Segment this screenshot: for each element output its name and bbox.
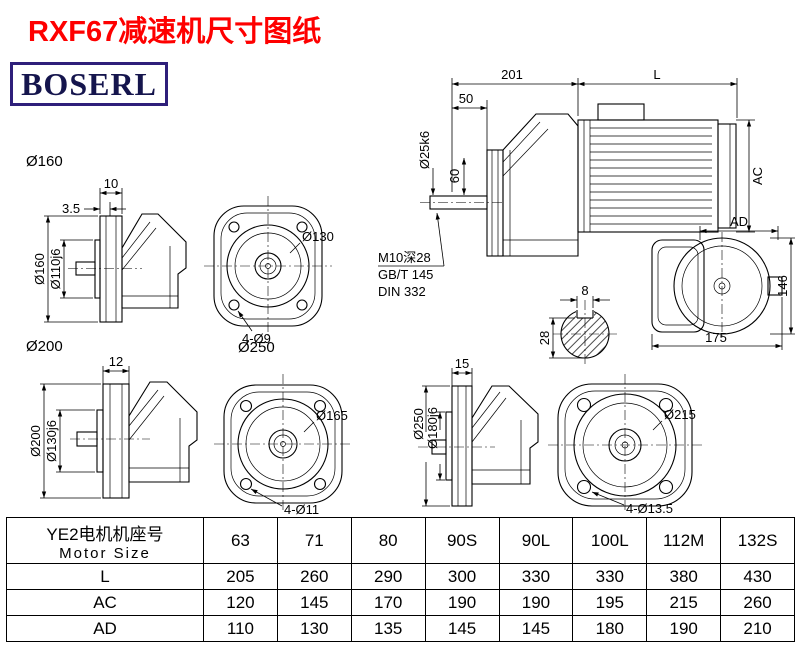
drawing-flange160-front-view: Ø130 4-Ø9 bbox=[204, 196, 334, 346]
motor-size-value: 90S bbox=[424, 517, 500, 564]
motor-size-value: 132S bbox=[720, 517, 795, 564]
dim-value-AD: 180 bbox=[572, 615, 648, 642]
dim-flange200-outer: Ø200 bbox=[28, 425, 43, 457]
table-header-motor-size: YE2电机机座号 Motor Size bbox=[6, 517, 204, 564]
dim-flange200-bolt-circle: Ø165 bbox=[316, 408, 348, 423]
drawing-output-front-view: AD 146 175 bbox=[651, 214, 795, 350]
dim-value-AD: 145 bbox=[424, 615, 500, 642]
dim-flange160-outer: Ø160 bbox=[32, 253, 47, 285]
dim-flange160-spigot: Ø110j6 bbox=[48, 249, 63, 290]
motor-size-label-en: Motor Size bbox=[59, 544, 151, 562]
dim-flange160-bolt-circle: Ø130 bbox=[302, 229, 334, 244]
dim-flange250-bolt-circle: Ø215 bbox=[664, 407, 696, 422]
dim-value-AD: 190 bbox=[646, 615, 722, 642]
dim-value-AC: 195 bbox=[572, 589, 648, 616]
dim-flange250-spigot: Ø180j6 bbox=[425, 407, 440, 449]
dim-flange250-holes: 4-Ø13.5 bbox=[626, 501, 673, 516]
dim-value-L: 260 bbox=[276, 563, 352, 590]
dim-flange250-outer: Ø250 bbox=[411, 408, 426, 440]
motor-size-value: 90L bbox=[498, 517, 574, 564]
motor-size-value: 80 bbox=[350, 517, 426, 564]
dim-value-AD: 110 bbox=[203, 615, 278, 642]
dim-value-AC: 170 bbox=[350, 589, 426, 616]
dim-value-AC: 190 bbox=[498, 589, 574, 616]
motor-size-label-cn: YE2电机机座号 bbox=[46, 524, 164, 544]
dim-50: 50 bbox=[459, 91, 473, 106]
dim-175: 175 bbox=[705, 330, 727, 345]
dim-flange200-spigot: Ø130j6 bbox=[44, 420, 59, 462]
dim-value-AD: 210 bbox=[720, 615, 795, 642]
dim-value-AD: 130 bbox=[276, 615, 352, 642]
row-label-AC: AC bbox=[6, 589, 204, 616]
dim-L: L bbox=[653, 67, 660, 82]
drawing-flange250-front-view: Ø215 4-Ø13.5 bbox=[548, 374, 702, 516]
dim-value-L: 205 bbox=[203, 563, 278, 590]
dim-12: 12 bbox=[109, 354, 123, 369]
dim-AC: AC bbox=[750, 167, 765, 185]
motor-size-value: 71 bbox=[276, 517, 352, 564]
drawing-flange200-side-view: Ø200 12 Ø200 Ø130j6 bbox=[26, 338, 198, 499]
drawing-shaft-section-view: 8 28 bbox=[537, 283, 617, 366]
drawing-overall-side-view: 201 L 50 Ø25k6 60 bbox=[378, 67, 765, 299]
note-standard-gbt: GB/T 145 bbox=[378, 267, 433, 282]
dim-value-AC: 215 bbox=[646, 589, 722, 616]
dim-value-L: 290 bbox=[350, 563, 426, 590]
drawing-flange250-side-view: 15 Ø250 Ø180j6 bbox=[411, 356, 539, 507]
drawing-flange160-side-view: Ø160 10 3.5 Ø160 Ø110j6 bbox=[26, 153, 187, 323]
dim-value-L: 380 bbox=[646, 563, 722, 590]
dim-flange200-holes: 4-Ø11 bbox=[284, 502, 319, 517]
dim-28: 28 bbox=[537, 331, 552, 345]
row-label-L: L bbox=[6, 563, 204, 590]
dim-3-5: 3.5 bbox=[62, 201, 80, 216]
dim-value-AD: 135 bbox=[350, 615, 426, 642]
drawing-flange200-front-view: Ø250 Ø165 4-Ø11 bbox=[214, 339, 352, 517]
dim-value-AD: 145 bbox=[498, 615, 574, 642]
brand-text: BOSERL bbox=[21, 65, 157, 102]
dim-10: 10 bbox=[104, 176, 118, 191]
brand-logo-box: BOSERL bbox=[10, 62, 168, 106]
note-tapped-hole: M10深28 bbox=[378, 250, 431, 265]
dim-15: 15 bbox=[455, 356, 469, 371]
dim-60: 60 bbox=[447, 169, 462, 183]
note-standard-din: DIN 332 bbox=[378, 284, 426, 299]
dim-146: 146 bbox=[775, 275, 790, 297]
dimension-table: YE2电机机座号 Motor Size 63 71 80 90S 90L 100… bbox=[6, 517, 795, 642]
dim-shaft-diameter: Ø25k6 bbox=[417, 131, 432, 169]
dim-value-L: 330 bbox=[498, 563, 574, 590]
dim-value-L: 330 bbox=[572, 563, 648, 590]
dim-key-width: 8 bbox=[581, 283, 588, 298]
section-label-200: Ø200 bbox=[26, 338, 63, 355]
dim-AD: AD bbox=[730, 214, 748, 229]
dim-flange160-holes: 4-Ø9 bbox=[242, 331, 271, 346]
motor-size-value: 63 bbox=[203, 517, 278, 564]
dim-201: 201 bbox=[501, 67, 523, 82]
section-label-250: Ø250 bbox=[238, 339, 275, 356]
page-title: RXF67减速机尺寸图纸 bbox=[28, 16, 322, 48]
dim-value-AC: 260 bbox=[720, 589, 795, 616]
dim-value-AC: 120 bbox=[203, 589, 278, 616]
dim-value-L: 430 bbox=[720, 563, 795, 590]
motor-size-value: 100L bbox=[572, 517, 648, 564]
dim-value-L: 300 bbox=[424, 563, 500, 590]
dim-value-AC: 145 bbox=[276, 589, 352, 616]
motor-size-value: 112M bbox=[646, 517, 722, 564]
section-label-160: Ø160 bbox=[26, 153, 63, 170]
dim-value-AC: 190 bbox=[424, 589, 500, 616]
technical-drawings: 201 L 50 Ø25k6 60 bbox=[26, 67, 795, 517]
row-label-AD: AD bbox=[6, 615, 204, 642]
